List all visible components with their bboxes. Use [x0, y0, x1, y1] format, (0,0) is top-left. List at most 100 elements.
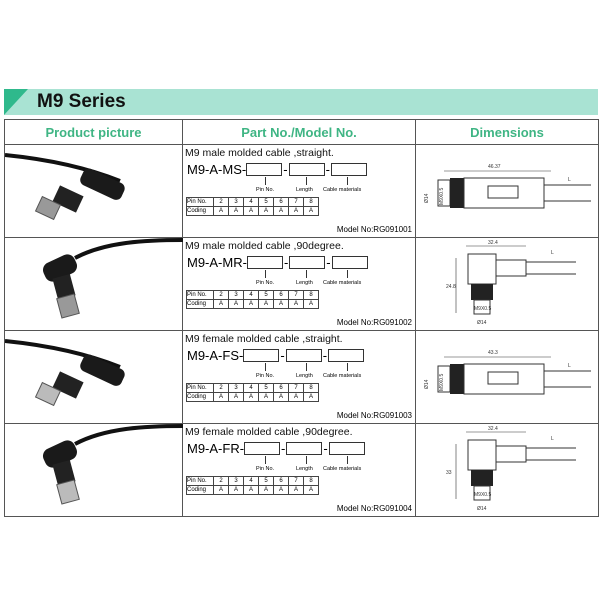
connector-straight-image: [5, 153, 125, 221]
part-number-pattern: M9-A-FS---: [187, 348, 415, 363]
dim-diameter: Ø14: [424, 379, 430, 389]
length-box: [285, 349, 322, 362]
dim-height: 33: [446, 470, 452, 476]
pin-cell: 7: [288, 383, 304, 393]
length-box: [286, 442, 323, 455]
connector-straight-image: [5, 339, 125, 407]
pin-cell: 3: [228, 476, 244, 486]
cable-material-box: [328, 442, 365, 455]
dim-diameter: Ø14: [424, 193, 430, 203]
length-box: [289, 256, 326, 269]
pin-no-box: [244, 442, 281, 455]
pin-cell: 5: [258, 476, 274, 486]
coding-cell: A: [273, 392, 289, 402]
dim-thread: M9X0.5: [439, 188, 445, 205]
coding-cell: A: [303, 392, 319, 402]
cable-material-box: [328, 349, 365, 362]
dim-height: 24.8: [446, 284, 456, 290]
pin-cell: 7: [288, 197, 304, 207]
label-pin-no: Pin No.: [256, 187, 275, 193]
part-prefix: M9-A-FR-: [187, 441, 245, 456]
label-length: Length: [296, 187, 313, 193]
header-dimensions: Dimensions: [415, 119, 599, 145]
label-cable-materials: Cable materials: [323, 466, 362, 472]
coding-header: Coding: [186, 485, 214, 495]
dim-L: L: [551, 436, 554, 442]
product-description: M9 male molded cable ,straight.: [185, 147, 334, 159]
coding-cell: A: [258, 206, 274, 216]
pin-cell: 4: [243, 197, 259, 207]
coding-cell: A: [228, 392, 244, 402]
part-prefix: M9-A-MR-: [187, 255, 247, 270]
header-product-picture: Product picture: [4, 119, 183, 145]
label-cable-materials: Cable materials: [323, 280, 362, 286]
pin-cell: 2: [213, 197, 229, 207]
pin-cell: 3: [228, 197, 244, 207]
pin-no-box: [243, 349, 280, 362]
dim-thread: M9X0.5: [474, 306, 491, 312]
cable-material-box: [331, 256, 368, 269]
dim-length: 43.3: [488, 350, 498, 356]
label-length: Length: [296, 466, 313, 472]
part-number-pattern: M9-A-MR---: [187, 255, 415, 270]
label-pin-no: Pin No.: [256, 466, 275, 472]
coding-cell: A: [288, 299, 304, 309]
dim-diameter: Ø14: [477, 320, 487, 326]
product-picture-cell: [4, 423, 183, 517]
pin-cell: 3: [228, 290, 244, 300]
coding-cell: A: [258, 485, 274, 495]
table-row: M9 male molded cable ,straight. M9-A-MS-…: [4, 144, 599, 238]
coding-cell: A: [303, 485, 319, 495]
pin-cell: 8: [303, 476, 319, 486]
pin-cell: 5: [258, 197, 274, 207]
page-title: M9 Series: [37, 91, 126, 112]
part-no-cell: M9 female molded cable ,90degree. M9-A-F…: [182, 423, 416, 517]
part-prefix: M9-A-FS-: [187, 348, 244, 363]
coding-cell: A: [258, 299, 274, 309]
part-number-pattern: M9-A-FR---: [187, 441, 415, 456]
product-picture-cell: [4, 237, 183, 331]
length-box: [288, 163, 325, 176]
pin-cell: 2: [213, 383, 229, 393]
pin-no-header: Pin No.: [186, 197, 214, 207]
series-banner: M9 Series: [4, 89, 598, 115]
product-picture-cell: [4, 144, 183, 238]
pin-no-header: Pin No.: [186, 476, 214, 486]
pin-cell: 6: [273, 197, 289, 207]
product-description: M9 female molded cable ,straight.: [185, 333, 343, 345]
pin-cell: 7: [288, 476, 304, 486]
coding-cell: A: [243, 206, 259, 216]
coding-cell: A: [273, 485, 289, 495]
coding-cell: A: [258, 392, 274, 402]
part-no-cell: M9 male molded cable ,90degree. M9-A-MR-…: [182, 237, 416, 331]
dimension-drawing: 46.37 L Ø14 M9X0.5: [424, 164, 591, 209]
product-description: M9 male molded cable ,90degree.: [185, 240, 344, 252]
label-length: Length: [296, 280, 313, 286]
table-row: M9 female molded cable ,straight. M9-A-F…: [4, 330, 599, 424]
pin-cell: 2: [213, 290, 229, 300]
coding-cell: A: [213, 299, 229, 309]
part-no-cell: M9 female molded cable ,straight. M9-A-F…: [182, 330, 416, 424]
label-cable-materials: Cable materials: [323, 187, 362, 193]
coding-cell: A: [303, 206, 319, 216]
label-length: Length: [296, 373, 313, 379]
pin-cell: 4: [243, 290, 259, 300]
coding-cell: A: [243, 485, 259, 495]
pin-cell: 3: [228, 383, 244, 393]
model-number: Model No:RG091001: [336, 225, 412, 234]
dim-L: L: [551, 250, 554, 256]
dim-thread: M9X0.5: [474, 492, 491, 498]
coding-cell: A: [213, 485, 229, 495]
pin-cell: 8: [303, 290, 319, 300]
coding-header: Coding: [186, 206, 214, 216]
coding-cell: A: [303, 299, 319, 309]
pin-cell: 5: [258, 290, 274, 300]
dimensions-cell: 43.3 L Ø14 M9X0.5: [415, 330, 599, 424]
coding-cell: A: [228, 206, 244, 216]
coding-header: Coding: [186, 392, 214, 402]
